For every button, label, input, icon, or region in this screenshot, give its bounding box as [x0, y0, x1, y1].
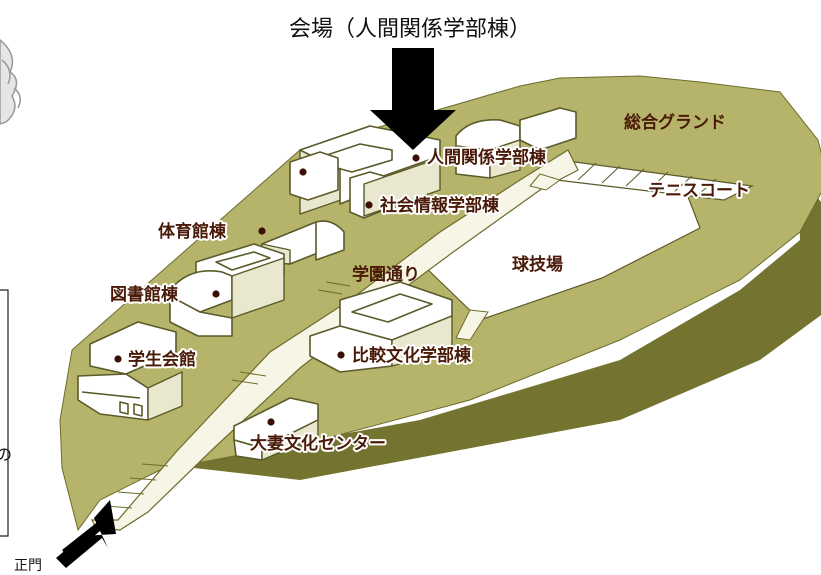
label-shakai-joho: 社会情報学部棟 — [379, 195, 500, 216]
label-gakuen-dori: 学園通り — [352, 264, 420, 285]
label-tennis-court: テニスコート — [648, 181, 750, 201]
building-tsuma-bunka — [233, 397, 319, 461]
label-tsuma-bunka: 大妻文化センター — [250, 433, 386, 454]
label-ningen-kankei: 人間関係学部棟 — [427, 147, 547, 168]
side-path — [529, 173, 562, 191]
venue-caption: 会場（人間関係学部棟） — [289, 17, 531, 42]
marker-hikaku-bunka — [337, 351, 345, 359]
venue-arrow — [370, 48, 456, 150]
label-hikaku-bunka: 比較文化学部棟 — [352, 345, 472, 366]
campus-ground-side — [60, 175, 821, 480]
building-small-left — [289, 151, 339, 201]
label-tosho: 図書館棟 — [110, 284, 179, 305]
left-info-panel — [0, 289, 9, 537]
marker-shakai-joho — [365, 201, 373, 209]
label-sogo-ground: 総合グランド — [624, 112, 726, 133]
side-path-2 — [455, 309, 489, 341]
marker-tosho — [212, 290, 220, 298]
label-kyugijo: 球技場 — [512, 254, 563, 275]
marker-gakusei-kaikan — [114, 355, 122, 363]
building-gakusei-kaikan — [77, 321, 183, 421]
building-hikaku-bunka — [309, 281, 453, 373]
marker-taiiku — [258, 227, 266, 235]
road-steps — [105, 281, 351, 509]
left-panel-partial-text: の — [0, 445, 12, 464]
marker-tsuma-bunka — [267, 418, 275, 426]
label-gakusei-kaikan: 学生会館 — [128, 349, 196, 370]
marker-small-left — [299, 168, 307, 176]
main-gate-label: 正門 — [14, 558, 42, 574]
label-taiiku: 体育館棟 — [158, 221, 227, 242]
tree-decoration — [0, 39, 21, 125]
marker-ningen-kankei — [412, 154, 420, 162]
main-gate-arrow — [56, 500, 116, 568]
building-tosho — [169, 243, 285, 337]
